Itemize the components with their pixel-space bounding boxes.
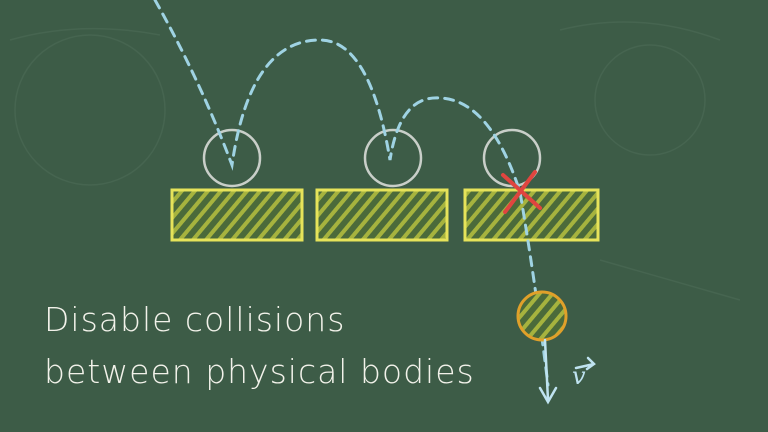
platform-2 <box>315 188 449 242</box>
faint-background-sketches <box>9 21 741 301</box>
platform-1 <box>170 188 304 242</box>
cross-icon <box>501 170 542 214</box>
velocity-arrow-icon <box>538 338 596 405</box>
platform-3 <box>463 188 600 242</box>
caption-line-2: between physical bodies <box>44 352 475 391</box>
ball-position-1 <box>202 128 262 188</box>
velocity-label: v <box>572 362 586 390</box>
caption-line-1: Disable collisions <box>44 300 346 339</box>
ball-position-2 <box>363 128 423 188</box>
ball-position-3 <box>482 128 542 188</box>
falling-ball <box>516 290 568 342</box>
